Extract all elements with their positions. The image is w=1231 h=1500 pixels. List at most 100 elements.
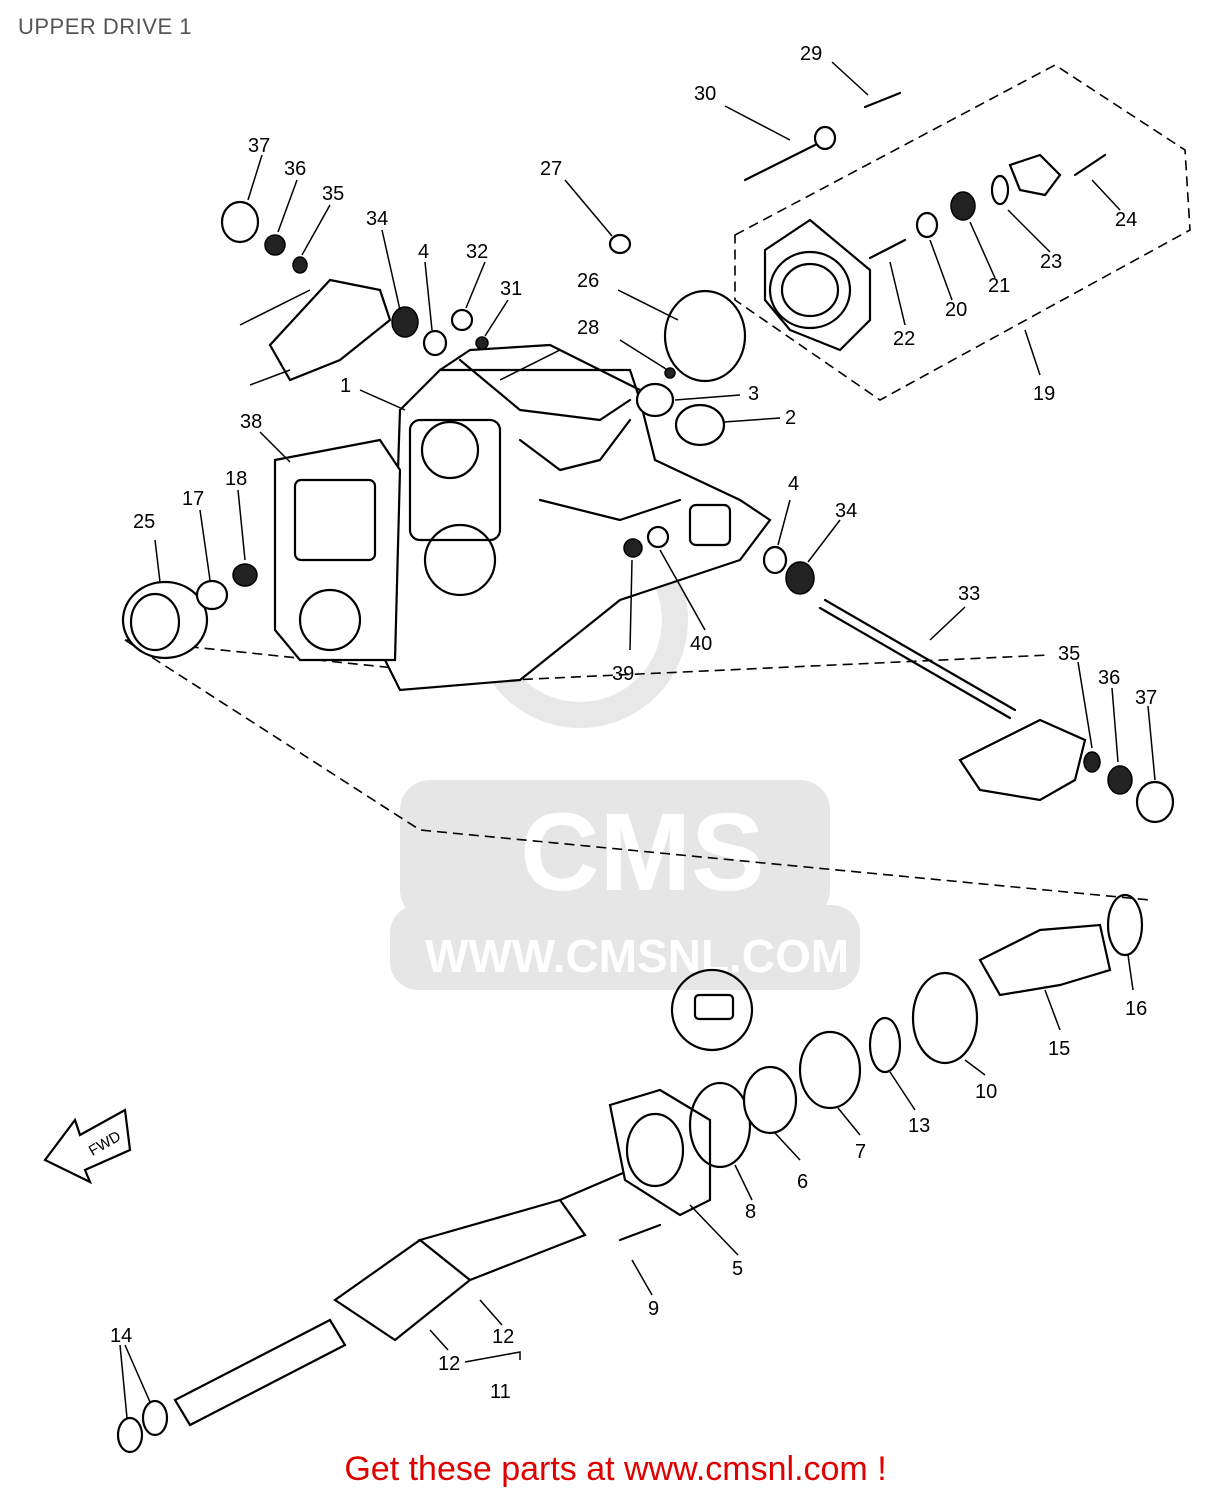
bearing-housing-part-5 [608, 1088, 712, 1217]
callout-37-right: 37 [1135, 687, 1157, 709]
part-35-right [1083, 751, 1101, 773]
callout-6: 6 [797, 1171, 808, 1193]
callout-12-upper: 12 [492, 1326, 514, 1348]
ring-part-14a [116, 1416, 144, 1454]
driveshaft-assembly [173, 1168, 632, 1427]
bolt-part-9 [618, 1223, 662, 1242]
washer-part-31 [475, 336, 489, 350]
callout-35-right: 35 [1058, 643, 1080, 665]
callout-21: 21 [988, 275, 1010, 297]
callout-31: 31 [500, 278, 522, 300]
callout-5: 5 [732, 1258, 743, 1280]
callout-23: 23 [1040, 251, 1062, 273]
callout-labels: 29 30 37 36 35 34 4 32 31 27 26 28 3 2 1… [110, 43, 1157, 1403]
rod-part-33 [818, 598, 1017, 720]
callout-38: 38 [240, 411, 262, 433]
callout-35: 35 [322, 183, 344, 205]
bushing-part-4-right [762, 545, 788, 575]
cap-part-37-left [220, 200, 260, 244]
gasket-part-38 [273, 438, 402, 662]
washer-part-40 [646, 525, 670, 549]
callout-4: 4 [418, 241, 429, 263]
bolt-part-30 [743, 138, 827, 182]
callout-2: 2 [785, 407, 796, 429]
sleeve-part-15 [978, 923, 1112, 997]
callout-39: 39 [612, 663, 634, 685]
detail-inset [670, 968, 754, 1052]
nut-part-18 [232, 563, 258, 587]
bolt-part-24 [1073, 153, 1107, 177]
boundary-cover [734, 64, 1191, 401]
bearing-part-25 [121, 580, 209, 660]
page-title: UPPER DRIVE 1 [18, 14, 192, 39]
cap-part-37-right [1135, 780, 1175, 824]
cap-part-24-plate [1008, 153, 1062, 197]
callout-27: 27 [540, 158, 562, 180]
callout-15: 15 [1048, 1038, 1070, 1060]
callout-9: 9 [648, 1298, 659, 1320]
leader-lines [119, 61, 1156, 1419]
callout-19: 19 [1033, 383, 1055, 405]
watermark-brand: CMS [520, 791, 764, 914]
callout-4-right: 4 [788, 473, 799, 495]
callout-11: 11 [490, 1381, 511, 1403]
callout-24: 24 [1115, 209, 1137, 231]
oring-part-26 [663, 289, 747, 383]
callout-40: 40 [690, 633, 712, 655]
washer-part-27 [608, 233, 632, 255]
callout-12-lower: 12 [438, 1353, 460, 1375]
callout-20: 20 [945, 299, 967, 321]
ring-part-14b [141, 1399, 169, 1437]
bolt-part-29 [863, 91, 902, 109]
part-28 [664, 367, 676, 379]
part-36-left [264, 234, 286, 256]
fwd-arrow: FWD [43, 1108, 132, 1185]
callout-30: 30 [694, 83, 716, 105]
bolt-part-22 [868, 238, 907, 260]
callout-14: 14 [110, 1325, 132, 1347]
shim-part-13 [868, 1016, 902, 1074]
footer-parts-link[interactable]: Get these parts at www.cmsnl.com ! [344, 1450, 887, 1488]
callout-16: 16 [1125, 998, 1147, 1020]
bushing-part-34-left [391, 306, 419, 338]
callout-18: 18 [225, 468, 247, 490]
boundary-upper-left [124, 639, 1151, 901]
callout-29: 29 [800, 43, 822, 65]
seal-part-6 [742, 1065, 798, 1135]
callout-33: 33 [958, 583, 980, 605]
bearing-part-7 [798, 1030, 862, 1110]
gear-part-10 [911, 971, 979, 1065]
part-35-left [292, 256, 308, 274]
link-block-right [958, 718, 1087, 802]
callout-1: 1 [340, 375, 351, 397]
nut-part-32 [450, 308, 474, 332]
washer-part-39 [623, 538, 643, 558]
callout-34-right: 34 [835, 500, 857, 522]
part-36-right [1107, 765, 1133, 795]
bushing-part-4-left [422, 329, 448, 357]
nut-part-20 [915, 211, 939, 239]
callout-36: 36 [284, 158, 306, 180]
plug-part-3 [635, 382, 675, 418]
callout-26: 26 [577, 270, 599, 292]
callout-13: 13 [908, 1115, 930, 1137]
cover-part-19 [763, 218, 872, 352]
link-block-left [268, 278, 392, 382]
callout-3: 3 [748, 383, 759, 405]
callout-36-right: 36 [1098, 667, 1120, 689]
watermark-url: WWW.CMSNL.COM [425, 930, 849, 982]
callout-10: 10 [975, 1081, 997, 1103]
callout-28: 28 [577, 317, 599, 339]
nut-part-17 [195, 579, 229, 611]
bushing-part-34-right [785, 561, 815, 595]
callout-34: 34 [366, 208, 388, 230]
callout-7: 7 [855, 1141, 866, 1163]
housing-part-1 [383, 343, 772, 692]
callout-17: 17 [182, 488, 204, 510]
plug-part-2 [674, 403, 726, 447]
callout-8: 8 [745, 1201, 756, 1223]
callout-22: 22 [893, 328, 915, 350]
part-21 [950, 191, 976, 221]
callout-25: 25 [133, 511, 155, 533]
